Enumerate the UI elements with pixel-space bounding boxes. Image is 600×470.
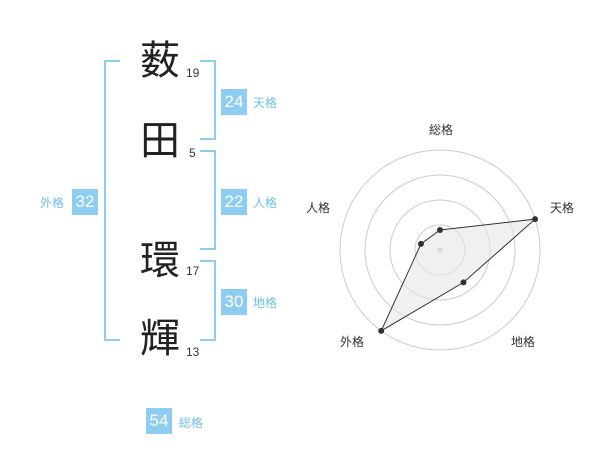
gaikaku-value: 32 [72,189,98,215]
radar-point-4 [378,327,385,334]
stroke-count-2: 5 [189,146,196,160]
chikaku-label: 地格 [253,296,278,310]
radar-data-polygon [380,218,537,333]
chikaku-value: 30 [221,289,247,315]
radar-axis-label-gaikaku: 外格 [340,334,364,349]
gaikaku-label: 外格 [40,196,65,210]
stroke-count-4: 13 [186,345,200,359]
name-char-4: 輝 [140,316,180,362]
jinkaku-bracket [200,150,216,250]
tenkaku-label: 天格 [253,96,278,110]
gaikaku-bracket [104,60,120,341]
radar-point-2 [532,216,539,223]
tenkaku-value: 24 [221,89,247,115]
jinkaku-label: 人格 [253,196,278,210]
radar-axis-label-tenkaku: 天格 [550,200,574,215]
name-char-1: 薮 [140,38,180,84]
stroke-count-1: 19 [186,66,200,80]
soukaku-label: 総格 [179,416,204,430]
name-char-3: 環 [140,238,180,284]
radar-point-3 [460,279,467,286]
radar-ring-3 [364,174,516,326]
radar-chart: 総格 天格 地格 外格 人格 [306,122,574,351]
chikaku-bracket [200,260,216,341]
name-char-2: 田 [140,118,180,164]
soukaku-value: 54 [146,408,172,434]
radar-axis-label-soukaku: 総格 [429,122,453,137]
tenkaku-bracket [200,60,216,140]
radar-axis-label-jinkaku: 人格 [306,200,330,215]
jinkaku-value: 22 [221,189,247,215]
stroke-count-3: 17 [186,264,200,278]
radar-points [378,216,539,334]
radar-ring-4 [339,149,541,351]
radar-axis-label-chikaku: 地格 [511,334,535,349]
radar-point-5 [417,240,424,247]
radar-point-1 [437,227,443,233]
